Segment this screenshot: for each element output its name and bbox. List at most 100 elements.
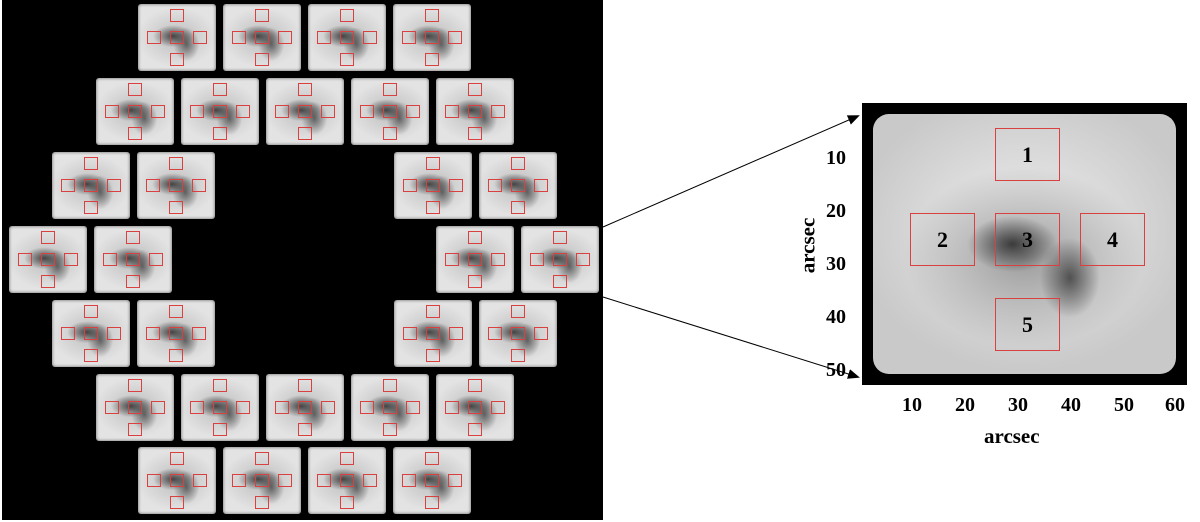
analysis-box — [232, 31, 246, 44]
analysis-box — [448, 474, 462, 487]
analysis-box — [491, 253, 505, 266]
x-tick-10: 10 — [902, 394, 922, 416]
x-tick-40: 40 — [1061, 394, 1081, 416]
subaperture-image — [181, 78, 259, 145]
box-1: 1 — [995, 128, 1060, 181]
analysis-box — [84, 179, 98, 192]
analysis-box — [169, 305, 183, 318]
analysis-box — [321, 401, 335, 414]
subaperture-image — [9, 226, 87, 293]
analysis-box — [170, 9, 184, 22]
analysis-box — [128, 127, 142, 140]
box-5: 5 — [995, 298, 1060, 351]
analysis-box — [151, 105, 165, 118]
subaperture-image — [223, 447, 301, 514]
analysis-box — [84, 157, 98, 170]
analysis-box — [449, 327, 463, 340]
analysis-box — [213, 105, 227, 118]
subaperture-image — [393, 447, 471, 514]
analysis-box — [18, 253, 32, 266]
analysis-box — [383, 401, 397, 414]
analysis-box — [553, 275, 567, 288]
analysis-box — [511, 201, 525, 214]
x-tick-30: 30 — [1008, 394, 1028, 416]
analysis-box — [126, 275, 140, 288]
subaperture-image — [394, 300, 472, 367]
analysis-box — [511, 349, 525, 362]
analysis-box — [41, 231, 55, 244]
analysis-box — [321, 105, 335, 118]
analysis-box — [317, 474, 331, 487]
y-tick-40: 40 — [826, 306, 846, 328]
subaperture-image — [94, 226, 172, 293]
box-4-label: 4 — [1107, 226, 1118, 252]
analysis-box — [360, 105, 374, 118]
analysis-box — [255, 9, 269, 22]
analysis-box — [363, 31, 377, 44]
analysis-box — [383, 83, 397, 96]
analysis-box — [576, 253, 590, 266]
subaperture-image — [138, 447, 216, 514]
analysis-box — [488, 327, 502, 340]
analysis-box — [468, 83, 482, 96]
analysis-box — [84, 201, 98, 214]
analysis-box — [169, 179, 183, 192]
analysis-box — [107, 179, 121, 192]
analysis-box — [255, 53, 269, 66]
analysis-box — [511, 157, 525, 170]
analysis-box — [363, 474, 377, 487]
subaperture-image — [266, 374, 344, 441]
box-3-label: 3 — [1022, 226, 1033, 252]
analysis-box — [170, 474, 184, 487]
analysis-box — [468, 127, 482, 140]
zoom-arrow-upper — [602, 115, 860, 228]
analysis-box — [511, 305, 525, 318]
analysis-box — [425, 9, 439, 22]
box-4: 4 — [1080, 213, 1145, 266]
analysis-box — [128, 423, 142, 436]
analysis-box — [468, 105, 482, 118]
subaperture-image — [138, 4, 216, 71]
x-tick-60: 60 — [1165, 394, 1185, 416]
analysis-box — [403, 179, 417, 192]
y-axis-title: arcsec — [795, 217, 820, 274]
analysis-box — [84, 327, 98, 340]
subaperture-image — [52, 152, 130, 219]
analysis-box — [193, 474, 207, 487]
analysis-box — [534, 179, 548, 192]
analysis-box — [128, 83, 142, 96]
analysis-box — [426, 201, 440, 214]
analysis-box — [426, 157, 440, 170]
analysis-box — [511, 179, 525, 192]
analysis-box — [468, 379, 482, 392]
subaperture-image — [351, 374, 429, 441]
analysis-box — [103, 253, 117, 266]
box-2-label: 2 — [937, 226, 948, 252]
analysis-box — [426, 349, 440, 362]
analysis-box — [449, 179, 463, 192]
analysis-box — [213, 401, 227, 414]
analysis-box — [340, 452, 354, 465]
analysis-box — [213, 423, 227, 436]
analysis-box — [213, 127, 227, 140]
analysis-box — [298, 379, 312, 392]
analysis-box — [64, 253, 78, 266]
analysis-box — [169, 327, 183, 340]
analysis-box — [488, 179, 502, 192]
analysis-box — [190, 401, 204, 414]
analysis-box — [147, 31, 161, 44]
analysis-box — [406, 401, 420, 414]
analysis-box — [170, 53, 184, 66]
analysis-box — [383, 379, 397, 392]
analysis-box — [340, 9, 354, 22]
analysis-box — [406, 105, 420, 118]
analysis-box — [151, 401, 165, 414]
analysis-box — [232, 474, 246, 487]
x-tick-20: 20 — [955, 394, 975, 416]
subaperture-image — [351, 78, 429, 145]
analysis-box — [425, 496, 439, 509]
box-1-label: 1 — [1022, 141, 1033, 167]
analysis-box — [298, 423, 312, 436]
analysis-box — [426, 327, 440, 340]
subaperture-image — [137, 300, 215, 367]
